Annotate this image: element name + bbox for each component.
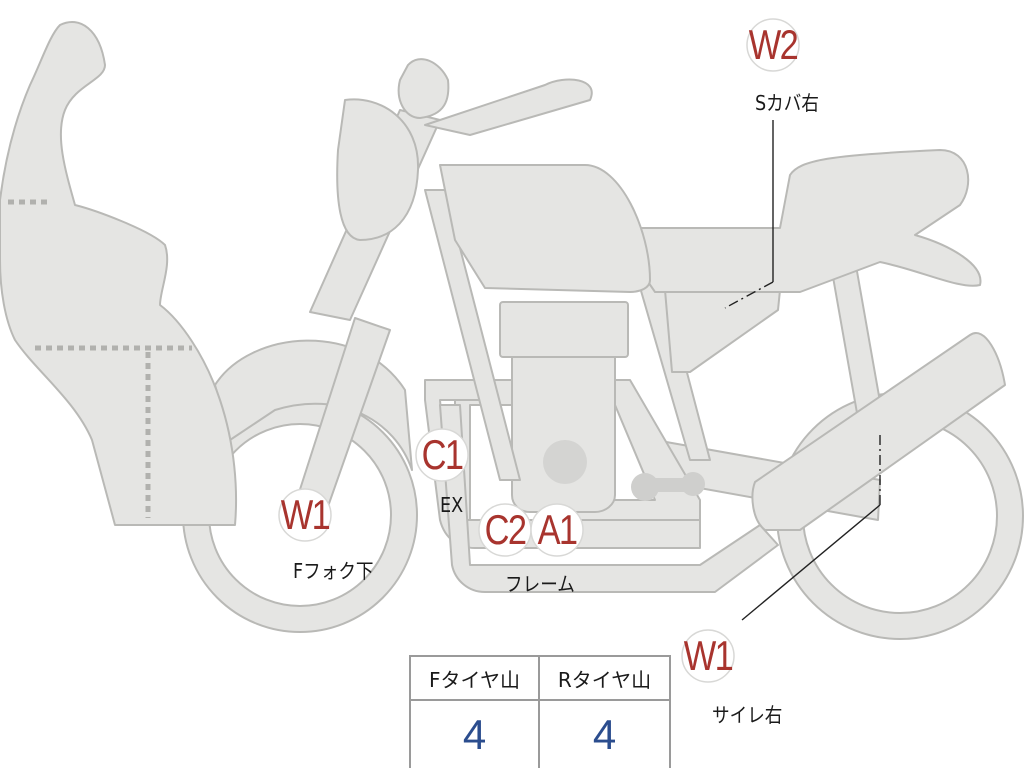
marker-w1-rear-code: W1 (683, 632, 734, 679)
engine-block (511, 356, 616, 513)
leader-w2-dash (724, 281, 774, 309)
frame-main (424, 189, 521, 481)
marker-w2-code: W2 (748, 21, 799, 68)
mirror (397, 58, 450, 119)
marker-w2-label: Sカバ右 (755, 91, 819, 115)
handlebar (424, 78, 593, 136)
seat (639, 149, 982, 293)
marker-c2-code: C2 (484, 506, 527, 553)
marker-circle-w2 (746, 18, 800, 72)
front-tire-value: 4 (411, 701, 540, 768)
marker-a1-code: A1 (537, 506, 578, 553)
headlight (336, 98, 420, 241)
muffler (751, 332, 1006, 531)
marker-circle-c1 (415, 428, 469, 482)
tire-tread-table: Fタイヤ山 Rタイヤ山 4 4 (409, 655, 671, 768)
marker-c1-label: EX (440, 493, 464, 517)
marker-w1-front-code: W1 (280, 491, 331, 538)
front-fairing (0, 20, 238, 526)
marker-circle-a1 (530, 503, 584, 557)
marker-w1-rear-label: サイレ右 (712, 703, 783, 727)
marker-circle-w1-front (278, 488, 332, 542)
rear-tire-value: 4 (592, 710, 617, 758)
front-tire-header: Fタイヤ山 (411, 657, 540, 701)
exhaust-pipe-lower (439, 404, 779, 593)
rear-tire-header: Rタイヤ山 (540, 657, 669, 701)
leader-w1-rear (741, 504, 881, 621)
marker-c1-code: C1 (421, 431, 464, 478)
marker-c2-label: フレーム (505, 572, 575, 596)
marker-circle-w1-rear (681, 629, 735, 683)
footpeg (631, 472, 705, 501)
engine-cover (543, 440, 587, 484)
fuel-tank (439, 164, 651, 293)
marker-w1-front-label: Fフォク下 (293, 559, 374, 583)
side-cover (664, 289, 781, 373)
engine-head (499, 301, 629, 358)
